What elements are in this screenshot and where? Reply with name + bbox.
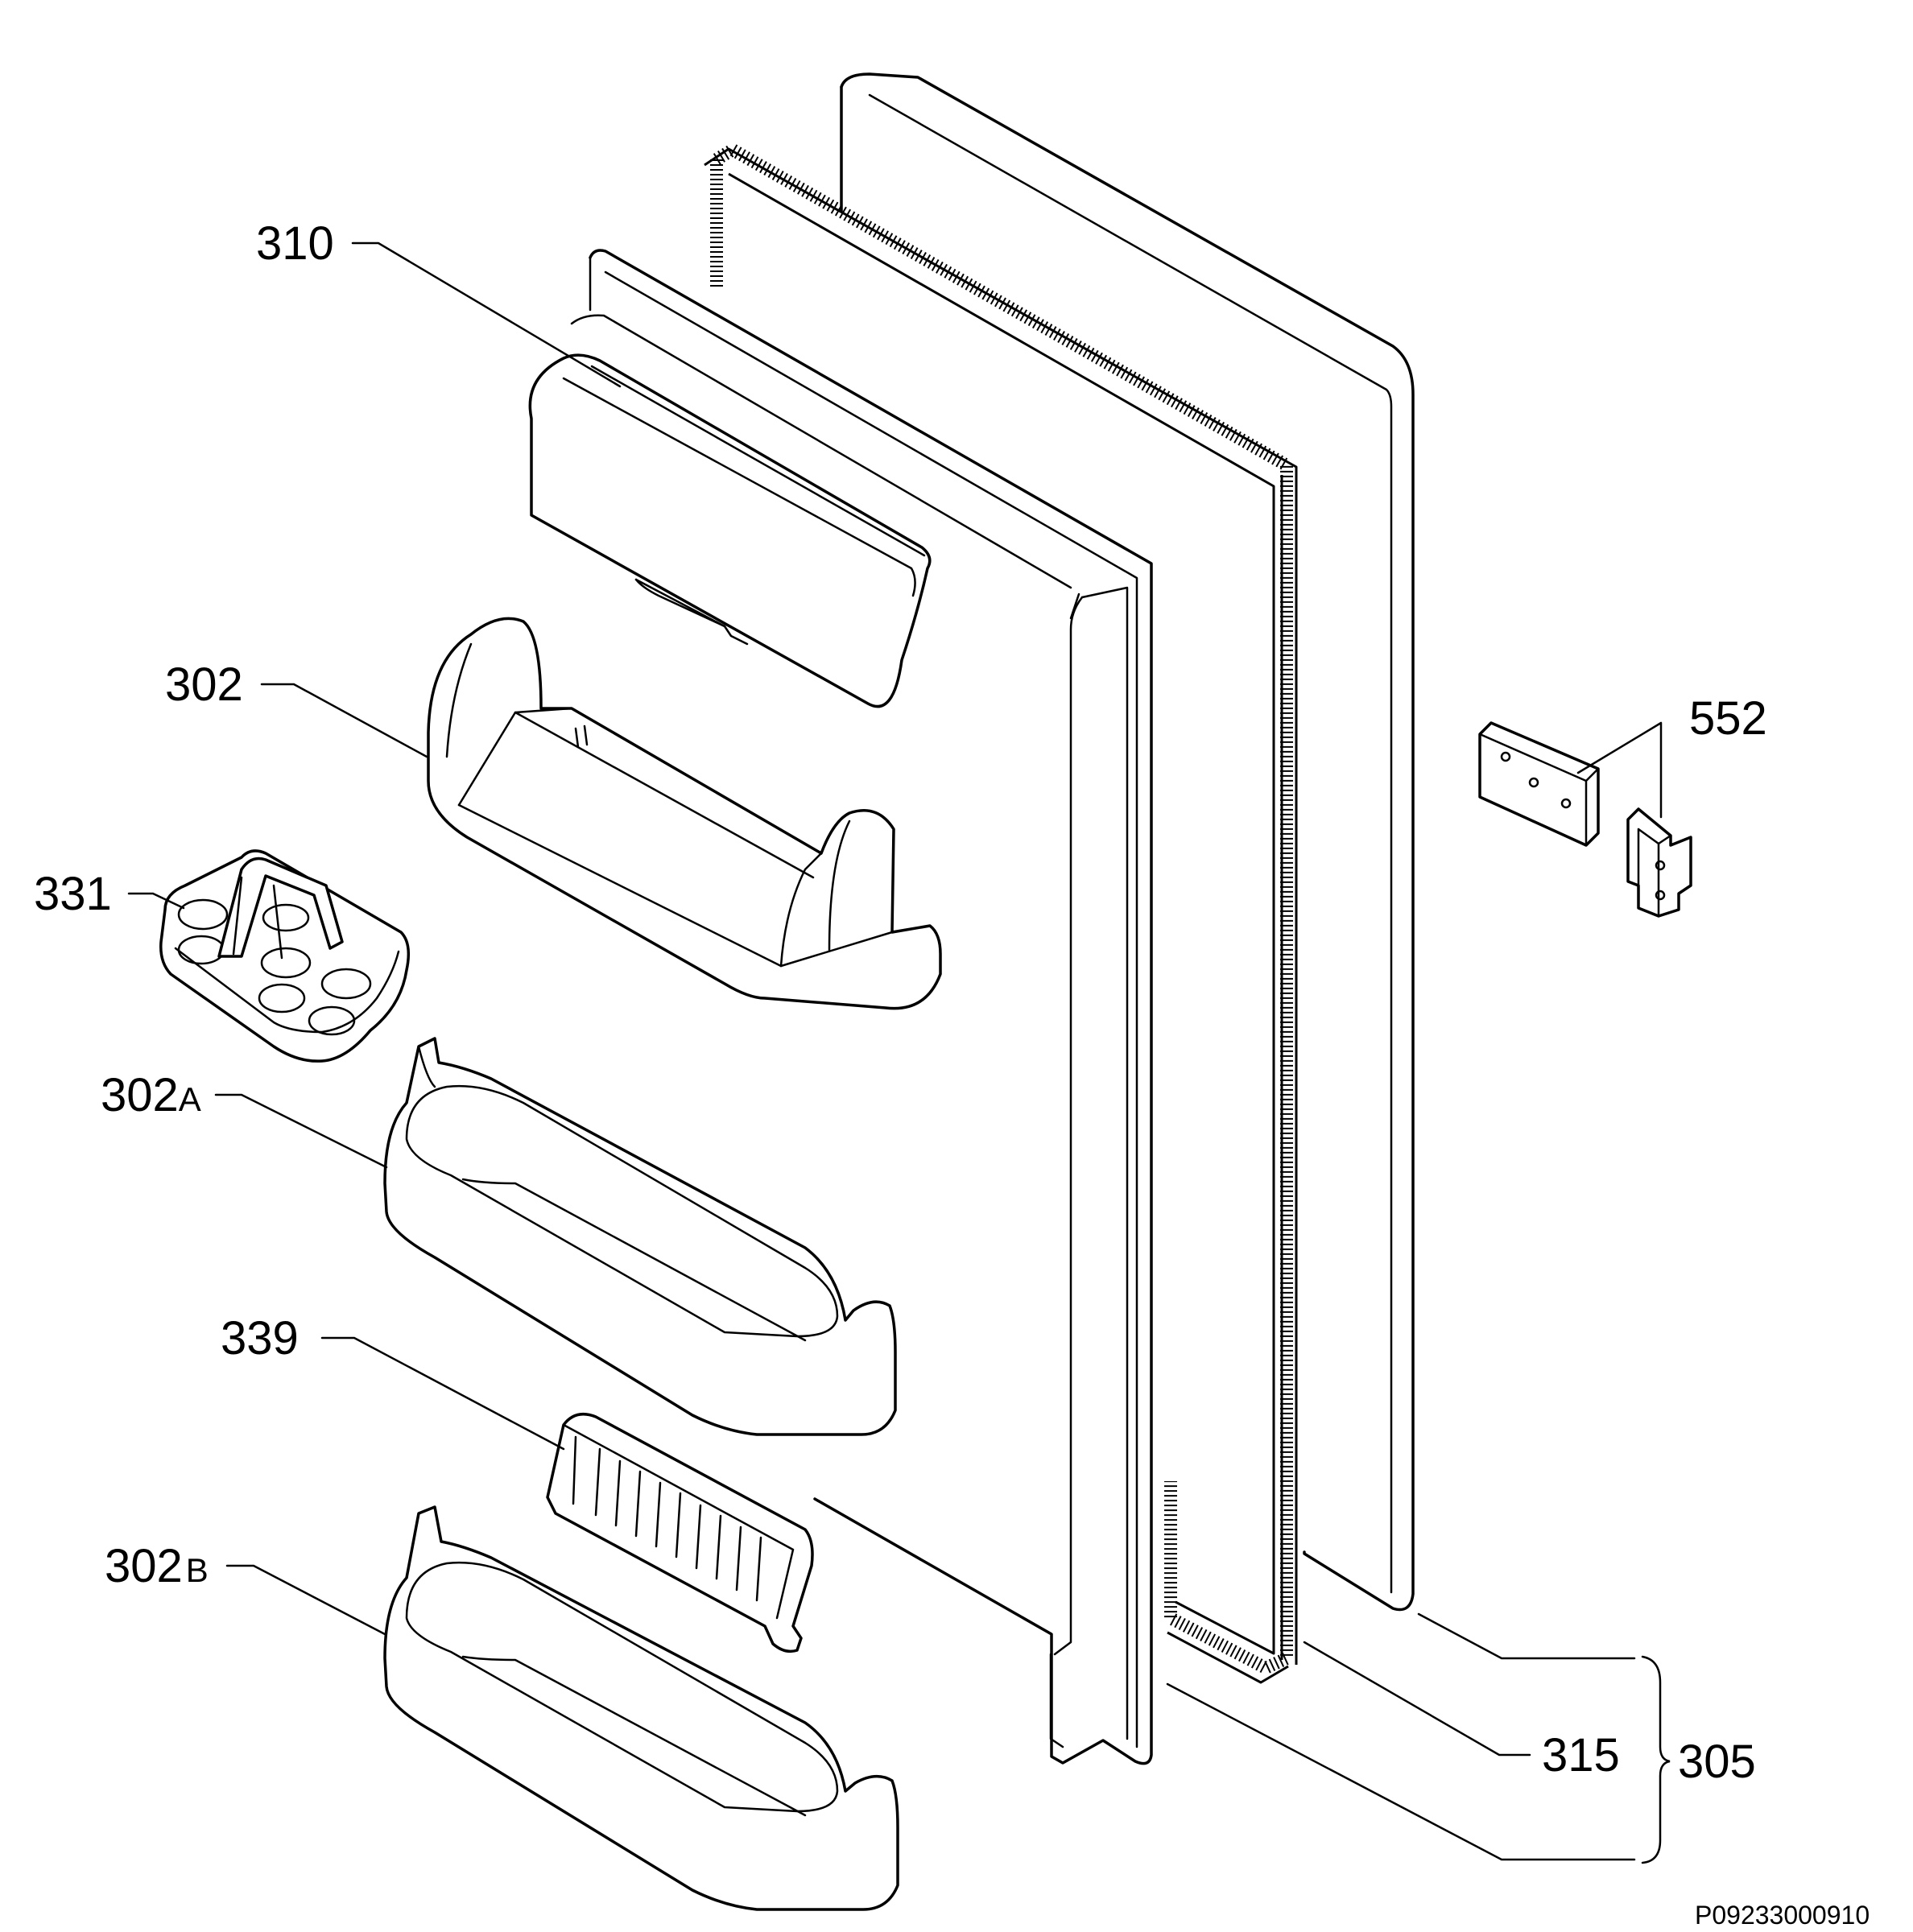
middle-door-shelf — [383, 1037, 897, 1436]
label-302: 302 — [165, 658, 243, 711]
egg-tray — [159, 849, 411, 1063]
upper-door-shelf — [427, 617, 942, 1010]
leader-302a — [214, 1093, 388, 1169]
label-339: 339 — [221, 1312, 299, 1364]
hinge-plate — [1478, 721, 1600, 847]
label-331: 331 — [34, 868, 112, 920]
bottom-door-shelf — [383, 1505, 899, 1911]
bottle-retainer — [546, 1412, 814, 1653]
leader-302 — [260, 683, 428, 758]
label-302a: 302A — [101, 1069, 201, 1121]
leader-305-outer — [1417, 1612, 1636, 1660]
leader-305-gasket — [1166, 1682, 1636, 1861]
leader-lines — [127, 242, 1671, 1864]
leader-315 — [1303, 1641, 1531, 1757]
dairy-compartment-flap — [528, 353, 932, 708]
leader-302b — [225, 1564, 386, 1636]
leader-310 — [351, 242, 622, 388]
label-302b: 302B — [105, 1540, 209, 1592]
leader-331 — [127, 892, 185, 910]
label-552: 552 — [1689, 692, 1767, 745]
hinge-bracket — [1626, 807, 1692, 918]
brace-305 — [1641, 1655, 1671, 1864]
label-305: 305 — [1678, 1736, 1756, 1788]
part-labels: 310 302 331 302A 339 302B 552 315 305 P0… — [34, 217, 1870, 1930]
leader-339 — [320, 1336, 565, 1451]
drawing-code: P09233000910 — [1695, 1901, 1870, 1930]
label-310: 310 — [256, 217, 334, 270]
leader-552 — [1576, 721, 1663, 819]
label-315: 315 — [1542, 1729, 1620, 1781]
